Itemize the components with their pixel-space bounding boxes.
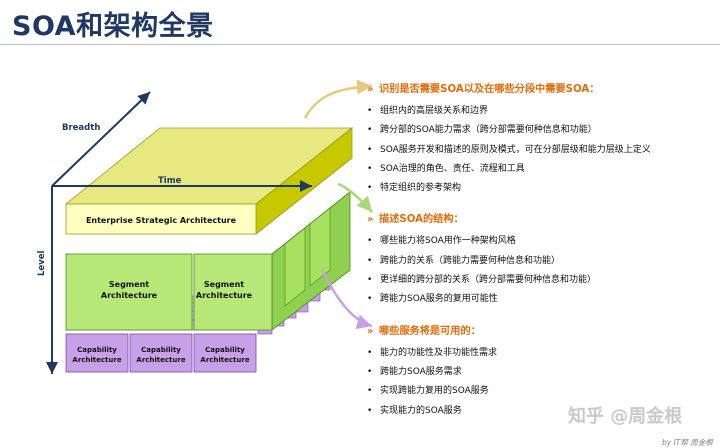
list-item: • 跨能力的关系（跨能力需要何种信息和功能） — [365, 252, 715, 271]
enterprise-label: Enterprise Strategic Architecture — [86, 216, 237, 225]
list-item: • 哪些能力将SOA用作一种架构风格 — [365, 232, 715, 251]
section-title-text: 识别是否需要SOA以及在哪些分段中需要SOA： — [379, 84, 600, 95]
double-chevron-icon: » — [367, 84, 374, 95]
list-item-text: 能力的功能性及非功能性需求 — [380, 347, 498, 358]
capability-2-line-2: Architecture — [136, 356, 185, 364]
section-structure: » 描述SOA的结构： • 哪些能力将SOA用作一种架构风格 • 跨能力的关系（跨能力… — [365, 212, 715, 309]
section-services: » 哪些服务将是可用的： • 能力的功能性及非功能性需求 • 跨能力SOA服务需求 •… — [365, 324, 715, 421]
watermark: 知乎 @周金根 — [568, 406, 683, 427]
bullet-icon: • — [367, 386, 373, 397]
page-title: SOA和架构全景 — [12, 11, 214, 42]
bullet-icon: • — [367, 294, 373, 305]
bullet-icon: • — [367, 183, 373, 194]
credit-text: by IT帮 周金根 — [662, 438, 713, 447]
list-item: • SOA治理的角色、责任、流程和工具 — [365, 160, 715, 179]
capability-box-3 — [193, 333, 257, 373]
list-item-text: 哪些能力将SOA用作一种架构风格 — [380, 236, 516, 247]
bullet-icon: • — [367, 144, 373, 155]
capability-1-line-1: Capability — [77, 346, 117, 354]
list-item-text: SOA服务开发和描述的原则及模式，可在分部层级和能力层级上定义 — [380, 144, 651, 155]
time-label: Time — [158, 176, 182, 186]
bullet-icon: • — [367, 125, 373, 136]
list-item: • 组织内的高层级关系和边界 — [365, 102, 715, 121]
breadth-axis — [51, 91, 151, 187]
segment-box-1 — [65, 253, 193, 331]
capability-box-1 — [65, 333, 129, 373]
bullet-list: • 能力的功能性及非功能性需求 • 跨能力SOA服务需求 • 实现跨能力复用的SOA服… — [365, 344, 715, 421]
list-item: • 跨能力SOA服务需求 — [365, 363, 715, 382]
breadth-label: Breadth — [62, 123, 100, 133]
bullet-icon: • — [367, 366, 373, 377]
list-item: • 跨能力SOA服务的复用可能性 — [365, 290, 715, 309]
bullet-icon: • — [367, 163, 373, 174]
double-chevron-icon: » — [367, 325, 374, 337]
callout-arrow-2 — [337, 182, 373, 213]
list-item-text: 组织内的高层级关系和边界 — [380, 106, 489, 116]
bullet-list: •哪些能力将SOA用作一种架构风格 •跨能力的关系（跨能力需要何种信息和功能） … — [365, 232, 715, 309]
list-item-text: 跨能力SOA服务需求 — [380, 366, 462, 377]
bullet-icon: • — [367, 405, 373, 416]
enterprise-front — [65, 203, 257, 235]
list-item: • SOA服务开发和描述的原则及模式，可在分部层级和能力层级上定义 — [365, 141, 715, 160]
list-item-text: SOA治理的角色、责任、流程和工具 — [380, 163, 525, 174]
section-title-text: 描述SOA的结构： — [379, 214, 464, 226]
capability-3-line-1: Capability — [205, 346, 245, 354]
capability-3-line-2: Architecture — [200, 356, 249, 364]
list-item-text: 跨分部的SOA能力需求（跨分部需要何种信息和功能） — [380, 125, 597, 136]
segment-box-2 — [193, 253, 273, 331]
list-item: • 跨分部的SOA能力需求（跨分部需要何种信息和功能） — [365, 121, 715, 140]
segment-side-blocks — [284, 207, 331, 307]
level-label: Level — [37, 251, 47, 276]
capability-box-2 — [129, 333, 193, 373]
list-item: • 实现跨能力复用的SOA服务 — [365, 382, 715, 401]
double-chevron-icon: » — [367, 214, 374, 226]
list-item-text: 跨能力SOA服务的复用可能性 — [380, 294, 498, 305]
capability-1-line-2: Architecture — [72, 356, 121, 364]
list-item-text: 实现跨能力复用的SOA服务 — [380, 386, 489, 397]
callout-arrow-3 — [320, 269, 373, 330]
segment-2-line-2: Architecture — [196, 291, 253, 300]
segment-1-line-1: Segment — [109, 280, 149, 289]
bullet-icon: • — [367, 106, 373, 116]
segment-2-line-1: Segment — [204, 280, 244, 289]
list-item: • 能力的功能性及非功能性需求 — [365, 344, 715, 363]
bullet-icon: • — [367, 255, 373, 266]
bullet-list: • 组织内的高层级关系和边界 • 跨分部的SOA能力需求（跨分部需要何种信息和功能）… — [365, 102, 715, 198]
description-panel: » 识别是否需要SOA以及在哪些分段中需要SOA： • 组织内的高层级关系和边界 •… — [365, 74, 715, 421]
list-item: • 特定组织的参考架构 — [365, 179, 715, 198]
bullet-icon: • — [367, 347, 373, 358]
section-title: » 哪些服务将是可用的： — [365, 324, 715, 340]
list-item-text: 实现能力的SOA服务 — [380, 405, 462, 416]
bullet-icon: • — [367, 236, 373, 247]
bullet-icon: • — [367, 275, 373, 286]
list-item-text: 特定组织的参考架构 — [380, 183, 462, 194]
list-item-text: 跨能力的关系（跨能力需要何种信息和功能） — [380, 255, 561, 266]
section-identify: » 识别是否需要SOA以及在哪些分段中需要SOA： • 组织内的高层级关系和边界 •… — [365, 82, 715, 198]
section-title: » 识别是否需要SOA以及在哪些分段中需要SOA： — [365, 82, 715, 98]
list-item: • 实现能力的SOA服务 — [365, 402, 715, 421]
section-title-text: 哪些服务将是可用的： — [379, 325, 481, 337]
list-item-text: 更详细的跨分部的关系（跨分部需要何种信息和功能） — [380, 275, 597, 286]
list-item: • 更详细的跨分部的关系（跨分部需要何种信息和功能） — [365, 271, 715, 290]
title-divider — [0, 44, 720, 45]
segment-1-line-2: Architecture — [101, 291, 158, 300]
capability-2-line-1: Capability — [141, 346, 181, 354]
section-title: » 描述SOA的结构： — [365, 212, 715, 228]
callout-arrow-1 — [303, 79, 373, 119]
